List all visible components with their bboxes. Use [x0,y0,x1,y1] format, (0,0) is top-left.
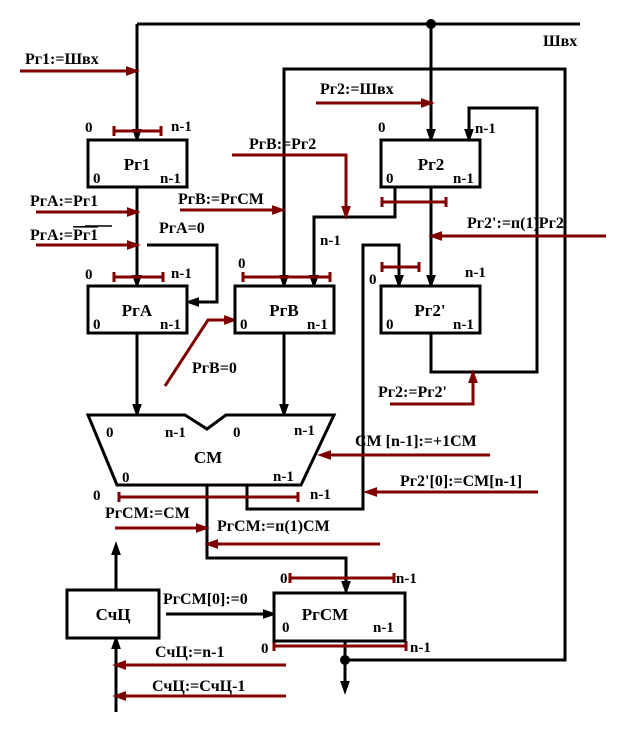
bit-label: n-1 [410,640,431,656]
rga-range-bar [112,272,165,282]
cnt-dec-label: СчЦ:=СчЦ-1 [152,678,245,695]
rg2-msb: n-1 [453,171,474,187]
rg2-lsb: 0 [386,171,394,187]
rg1-range-bar [112,126,163,136]
bit-label: 0 [378,120,386,136]
input-bus-label: Швх [543,33,577,50]
bit-label: 0 [85,120,93,136]
rg1-load-label: Рг1:=Швх [25,51,99,68]
bit-label: 0 [85,267,93,283]
bit-label: n-1 [475,121,496,137]
rgb-label: РгВ [269,301,298,320]
rg2-from-rg2p-arrow [390,369,478,406]
rgb-zero-arrow [163,315,238,387]
rgcm-shift-label: РгСМ:=п(1)СМ [217,518,330,535]
adder-cm [85,413,337,487]
rga-from-rg1-label: РгА:=Рг1 [30,193,98,210]
bit-label: 0 [261,641,269,657]
bit-label: n-1 [310,487,331,503]
rgcm-feedback-to-rgb [279,67,567,662]
rga-msb: n-1 [160,317,181,333]
bit-label: 0 [280,571,288,587]
rgcm-label: РгСМ [302,605,348,624]
bit-label: 0 [238,256,246,272]
control-signals [20,66,606,701]
cm-to-rgcm [205,485,351,595]
cm-range-bar [117,492,300,502]
bit-label: n-1 [171,266,192,282]
rgb-box [233,284,336,335]
output-junction [340,655,350,665]
rga-inv-operand: Рг1 [73,227,98,244]
bit-label: n-1 [320,233,341,249]
bit-range-bars [112,126,448,651]
cm-inc-label: СМ [n-1]:=+1СМ [355,433,477,450]
rg2p-lsb: 0 [386,317,394,333]
adder-out-lsb: 0 [122,470,130,486]
rga-lsb: 0 [93,317,101,333]
rg2p-msb: n-1 [453,317,474,333]
rga-box [86,284,189,335]
rga-zero-label: РгА=0 [159,220,205,237]
rg2p-to-rg2-loop [429,106,539,374]
rga-label: РгА [122,301,153,320]
rga-from-rg1-inv-label: РгА:=Рг1 [30,227,98,244]
adder-out-msb: n-1 [273,469,294,485]
counter-label: СчЦ [96,605,131,624]
rg2-load-label: Рг2:=Швх [320,81,394,98]
rg2p-box [379,284,482,335]
adder-b-lsb: 0 [233,425,241,441]
adder-label: СМ [194,448,222,467]
rg1-msb: n-1 [160,171,181,187]
counter-box [65,588,161,640]
rga-zero-line [147,243,219,307]
rgcm-out-range-bar [272,641,408,651]
rgcm-from-cm-label: РгСМ:=СМ [105,505,190,522]
rg2p-label: Рг2' [414,301,445,320]
adder-a-msb: n-1 [165,425,186,441]
rgcm-bit0-label: РгСМ[0]:=0 [163,591,248,608]
bit-label: 0 [369,272,377,288]
rg2-box [379,138,482,189]
bit-label: n-1 [465,265,486,281]
rgb-zero-label: РгВ=0 [192,360,237,377]
bit-label: n-1 [171,119,192,135]
rgcm-lsb: 0 [282,620,290,636]
rgb-from-rg2-arrow [232,153,351,220]
cnt-init-label: СчЦ:=n-1 [155,644,224,661]
adder-b-msb: n-1 [294,423,315,439]
rgb-from-rg2-label: РгВ:=Рг2 [249,136,316,153]
cm-msb-to-rg2p [245,243,404,511]
rg2p-range-bar [380,262,421,272]
rg2p-shift-label: Рг2':=п(1)Рг2 [467,215,564,232]
rg2p-bit0-label: Рг2'[0]:=СМ[n-1] [400,473,522,490]
adder-a-lsb: 0 [106,425,114,441]
rg2-from-rg2p-label: Рг2:=Рг2' [378,384,447,401]
rg1-lsb: 0 [93,171,101,187]
rgb-range-bar [241,272,332,282]
rg2-label: Рг2 [418,155,445,174]
rgcm-msb: n-1 [373,620,394,636]
rgcm-box [272,591,407,643]
rg1-box [86,138,189,189]
rgb-from-rgcm-label: РгВ:=РгСМ [178,191,264,208]
rgcm-in-range-bar [288,573,396,583]
rg2-range-bar [380,197,448,207]
bit-label: n-1 [396,571,417,587]
rgb-lsb: 0 [240,317,248,333]
rgb-msb: n-1 [307,317,328,333]
rg1-label: Рг1 [124,155,151,174]
rga-inv-prefix: РгА:= [30,227,73,244]
bit-label: 0 [93,488,101,504]
